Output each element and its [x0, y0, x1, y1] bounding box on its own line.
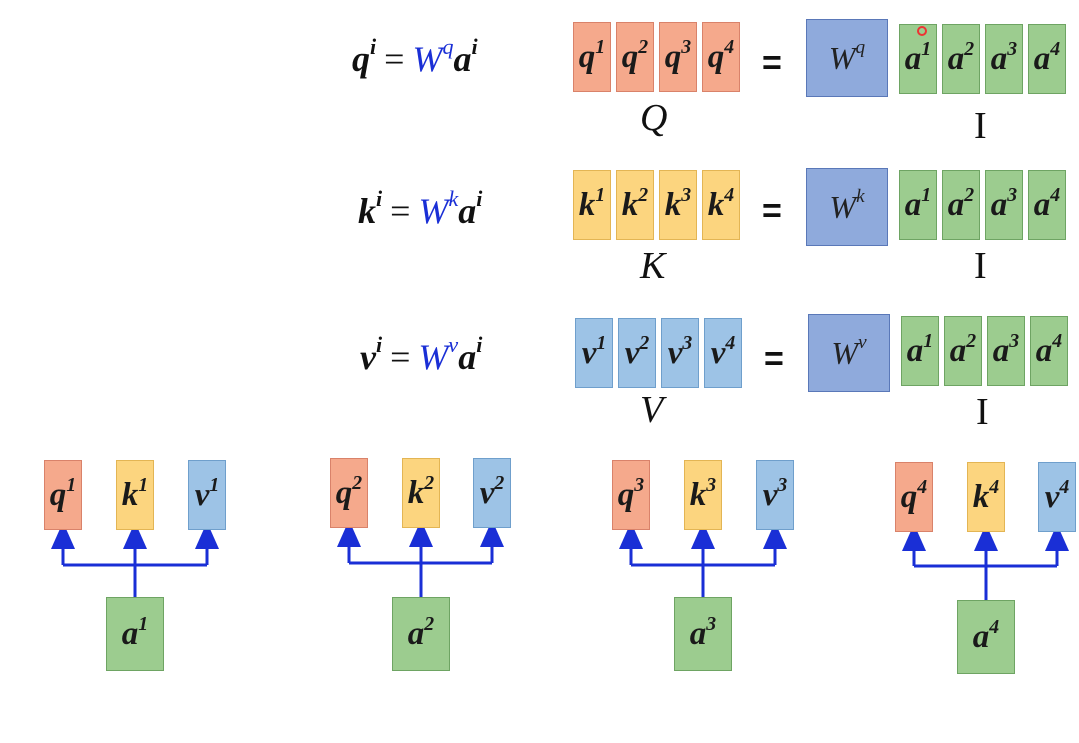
- matrix-v-label: V: [640, 389, 664, 431]
- equation-key: ki=Wkai: [358, 186, 483, 231]
- matrix-v-equals: =: [764, 340, 784, 378]
- arrows-group-1: [51, 522, 219, 597]
- matrix-q-equals: =: [762, 44, 782, 82]
- matrix-q-label: Q: [640, 97, 668, 139]
- matrix-i-row2-label: I: [974, 245, 987, 287]
- matrix-i-row3-label: I: [976, 391, 989, 433]
- arrows-group-4: [902, 524, 1069, 600]
- arrows-group-3: [619, 522, 787, 597]
- matrix-k-label: K: [640, 245, 666, 287]
- equation-query: qi=Wqai: [352, 34, 478, 79]
- matrix-k-equals: =: [762, 192, 782, 230]
- equation-value: vi=Wvai: [360, 332, 483, 377]
- arrows-group-2: [337, 520, 504, 597]
- cursor-dot-icon: [917, 26, 927, 36]
- matrix-i-row1-label: I: [974, 105, 987, 147]
